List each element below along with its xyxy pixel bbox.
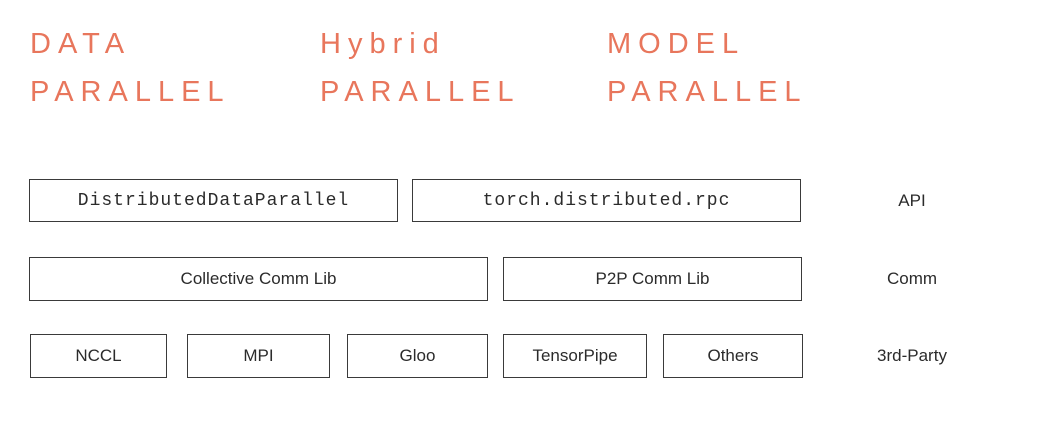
column-header-line: PARALLEL xyxy=(30,76,231,108)
column-header-line: MODEL xyxy=(607,28,746,60)
row-label-3rd-party: 3rd-Party xyxy=(877,346,947,365)
thirdparty-box-tensorpipe: TensorPipe xyxy=(503,334,647,378)
comm-box-p2p-comm-lib: P2P Comm Lib xyxy=(503,257,802,301)
column-header-line: DATA xyxy=(30,28,132,60)
column-header-line: Hybrid xyxy=(320,28,446,60)
api-box-distributeddataparallel: DistributedDataParallel xyxy=(29,179,398,222)
thirdparty-box-gloo: Gloo xyxy=(347,334,488,378)
thirdparty-box-nccl: NCCL xyxy=(30,334,167,378)
column-header-model-parallel: MODEL PARALLEL xyxy=(607,20,808,116)
comm-box-collective-comm-lib: Collective Comm Lib xyxy=(29,257,488,301)
thirdparty-box-mpi: MPI xyxy=(187,334,330,378)
row-label-comm: Comm xyxy=(886,269,938,288)
column-header-data-parallel: DATA PARALLEL xyxy=(30,20,231,116)
thirdparty-box-others: Others xyxy=(663,334,803,378)
column-header-line: PARALLEL xyxy=(320,76,521,108)
column-header-line: PARALLEL xyxy=(607,76,808,108)
api-box-torch-distributed-rpc: torch.distributed.rpc xyxy=(412,179,801,222)
row-label-api: API xyxy=(898,191,926,210)
column-header-hybrid-parallel: Hybrid PARALLEL xyxy=(320,20,521,116)
